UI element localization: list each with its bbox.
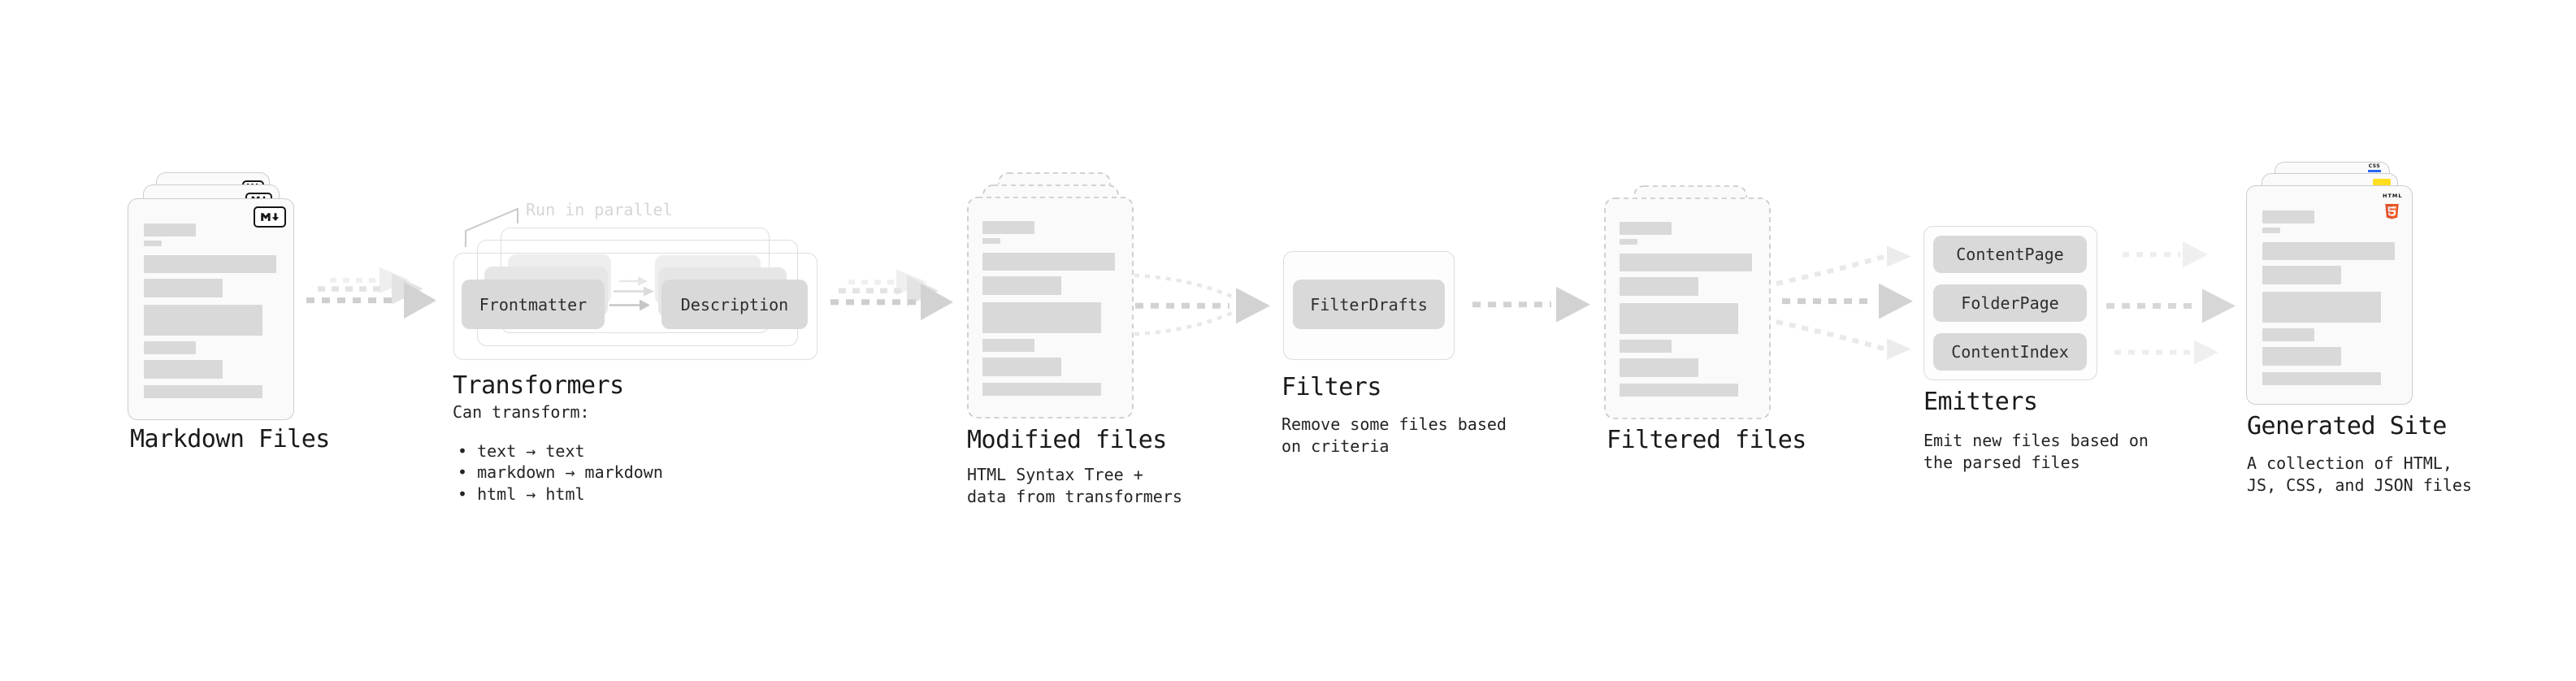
placeholder-line <box>1620 340 1672 353</box>
stage-title-filters: Filters <box>1281 373 1381 401</box>
run-in-parallel-leader-line <box>465 207 518 247</box>
stage-title-modified-files: Modified files <box>967 426 1167 454</box>
transformer-panel-front <box>453 253 817 360</box>
stage-title-markdown-files: Markdown Files <box>130 425 330 453</box>
arrow-filters-to-filtered <box>1472 286 1590 323</box>
placeholder-line <box>1620 277 1698 296</box>
filtered-file-card-front <box>1604 197 1771 419</box>
bullet-item: • html → html <box>458 484 585 504</box>
generated-site-caption: A collection of HTML, JS, CSS, and JSON … <box>2247 453 2472 495</box>
placeholder-line <box>982 253 1115 271</box>
placeholder-line <box>982 302 1101 333</box>
placeholder-line <box>144 255 276 273</box>
placeholder-line <box>2262 228 2280 233</box>
placeholder-line <box>982 238 1000 244</box>
markdown-file-card-front <box>128 198 294 420</box>
placeholder-line <box>2262 328 2314 341</box>
filter-node-filterdrafts: FilterDrafts <box>1293 280 1445 329</box>
modified-file-card-front <box>967 197 1134 419</box>
placeholder-line <box>144 305 262 336</box>
emitter-node-folderpage: FolderPage <box>1933 284 2087 322</box>
arrow-frontmatter-to-description <box>609 276 654 311</box>
generated-site-card-front <box>2246 185 2413 405</box>
stage-title-transformers: Transformers <box>453 371 624 400</box>
transformers-bullet-list: • text → text• markdown → markdown• html… <box>458 440 663 505</box>
markdown-icon <box>254 206 286 228</box>
emitter-node-contentindex: ContentIndex <box>1933 333 2087 371</box>
arrow-transformers-to-modified <box>830 269 953 321</box>
bullet-item: • text → text <box>458 441 585 461</box>
transformers-caption: Can transform: <box>453 402 590 422</box>
css-icon: CSS <box>2367 163 2382 173</box>
run-in-parallel-annotation: Run in parallel <box>526 200 673 219</box>
placeholder-line <box>144 385 262 398</box>
placeholder-line <box>2262 347 2341 366</box>
transformer-node-description: Description <box>661 280 808 329</box>
stage-title-filtered-files: Filtered files <box>1607 426 1806 454</box>
placeholder-line <box>2262 266 2341 284</box>
placeholder-line <box>144 223 196 236</box>
placeholder-line <box>2262 372 2381 385</box>
placeholder-line <box>1620 239 1637 245</box>
arrow-modified-to-filters <box>1134 273 1270 336</box>
stage-title-emitters: Emitters <box>1923 388 2038 416</box>
placeholder-line <box>2262 242 2395 260</box>
emitter-node-contentpage: ContentPage <box>1933 236 2087 273</box>
placeholder-line <box>982 339 1034 352</box>
html5-icon: HTML <box>2383 193 2401 221</box>
placeholder-line <box>144 241 162 246</box>
arrow-markdown-to-transformers <box>306 267 436 319</box>
placeholder-line <box>2262 292 2381 323</box>
placeholder-line <box>144 279 223 297</box>
placeholder-line <box>982 276 1061 295</box>
emitters-caption: Emit new files based on the parsed files <box>1923 431 2149 472</box>
bullet-item: • markdown → markdown <box>458 462 663 483</box>
arrow-filtered-to-emitters <box>1776 245 1913 360</box>
transformer-node-frontmatter: Frontmatter <box>462 280 605 329</box>
placeholder-line <box>982 221 1034 234</box>
placeholder-line <box>144 360 223 379</box>
placeholder-line <box>144 341 196 354</box>
arrow-emitters-to-generated <box>2106 241 2236 365</box>
stage-title-generated-site: Generated Site <box>2247 412 2447 440</box>
placeholder-line <box>2262 210 2314 223</box>
placeholder-line <box>1620 254 1752 271</box>
modified-files-caption: HTML Syntax Tree + data from transformer… <box>967 465 1182 506</box>
placeholder-line <box>1620 384 1738 397</box>
placeholder-line <box>982 383 1101 396</box>
html5-shield <box>2385 204 2399 219</box>
placeholder-line <box>1620 303 1738 334</box>
placeholder-line <box>1620 222 1672 235</box>
placeholder-line <box>982 358 1061 376</box>
filters-caption: Remove some files based on criteria <box>1281 414 1507 456</box>
placeholder-line <box>1620 358 1698 377</box>
